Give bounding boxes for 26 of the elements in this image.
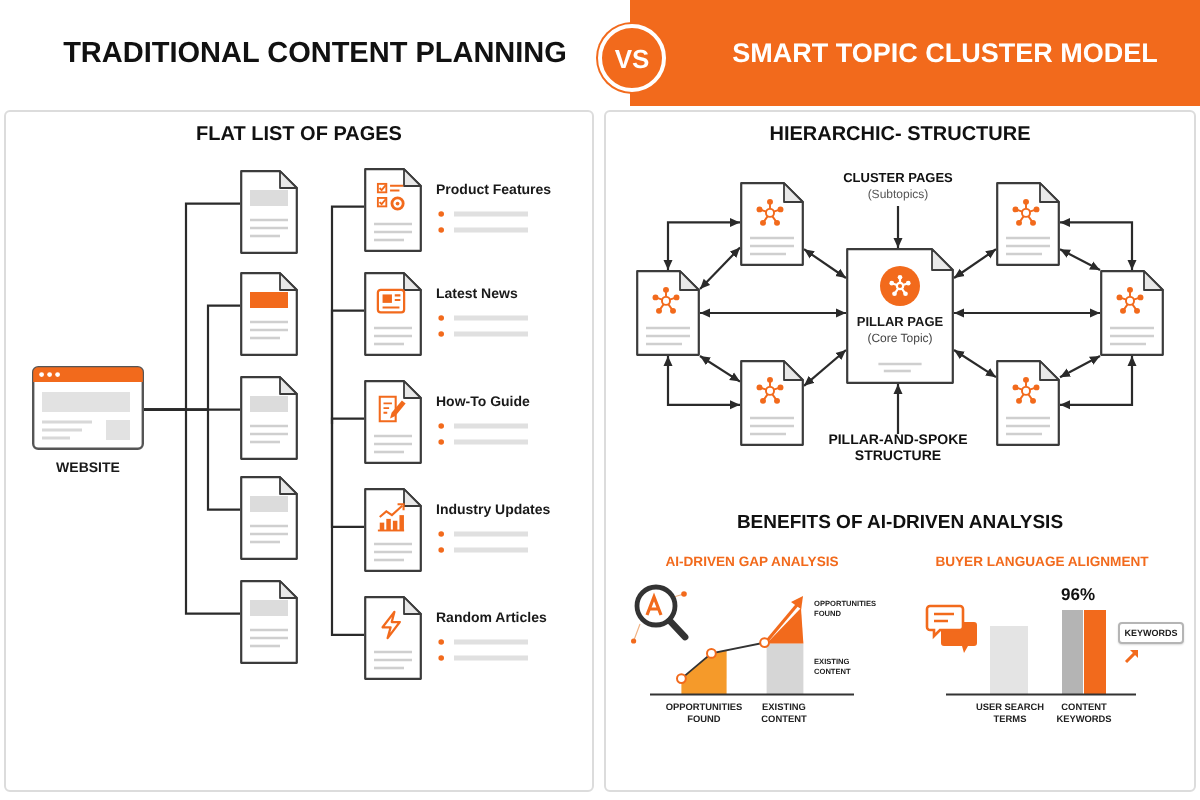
double-arrow [803, 349, 847, 387]
value-label: 96% [1060, 584, 1095, 604]
double-arrow [663, 217, 740, 270]
double-arrow [699, 246, 741, 290]
connector-line [330, 309, 364, 424]
arrow [893, 206, 903, 248]
double-arrow [1060, 356, 1137, 410]
double-arrow [1059, 248, 1101, 271]
versus-badge: VS [598, 24, 666, 92]
double-arrow [699, 355, 741, 383]
section-title: FLAT LIST OF PAGES [196, 124, 402, 146]
section-title: HIERARCHIC- STRUCTURE [769, 124, 1031, 146]
double-arrow [700, 308, 846, 318]
header-title: TRADITIONAL CONTENT PLANNING [63, 38, 567, 70]
connector-line [330, 424, 364, 636]
section-title: BENEFITS OF AI-DRIVEN ANALYSIS [736, 512, 1064, 534]
double-arrow [663, 356, 740, 410]
double-arrow [1059, 355, 1101, 379]
connector-line [144, 408, 240, 615]
double-arrow [953, 349, 997, 379]
double-arrow [1060, 217, 1137, 270]
double-arrow [803, 248, 847, 279]
arrow [893, 384, 903, 434]
connector-line [330, 417, 364, 424]
double-arrow [954, 308, 1100, 318]
double-arrow [953, 248, 997, 279]
